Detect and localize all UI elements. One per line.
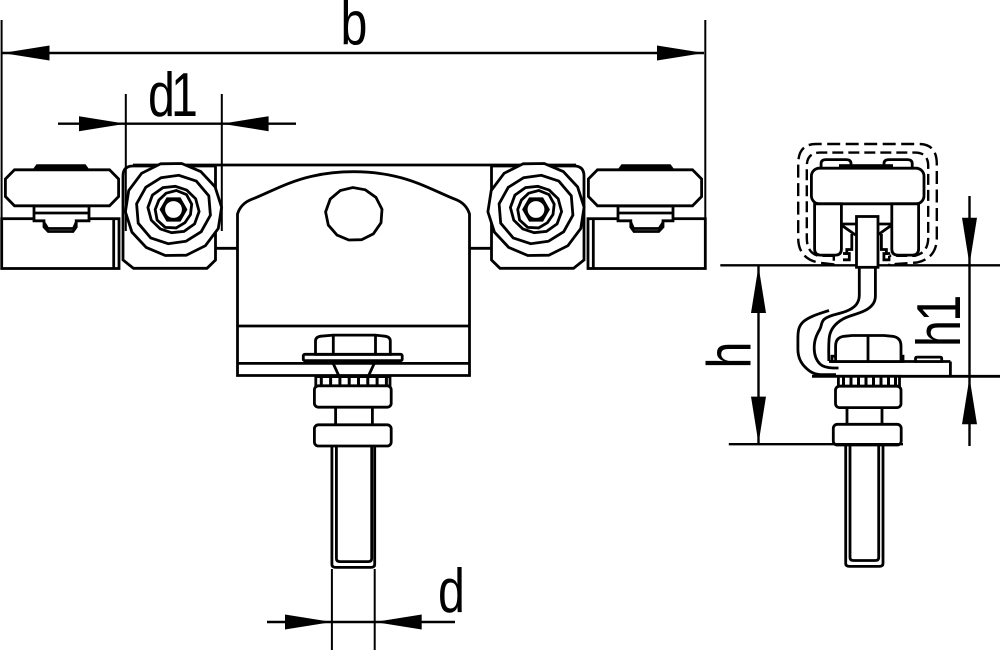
svg-text:d: d [438, 556, 465, 625]
svg-text:h1: h1 [904, 296, 973, 347]
svg-text:b: b [341, 0, 368, 58]
svg-text:d1: d1 [148, 60, 196, 129]
svg-text:h: h [695, 342, 764, 369]
